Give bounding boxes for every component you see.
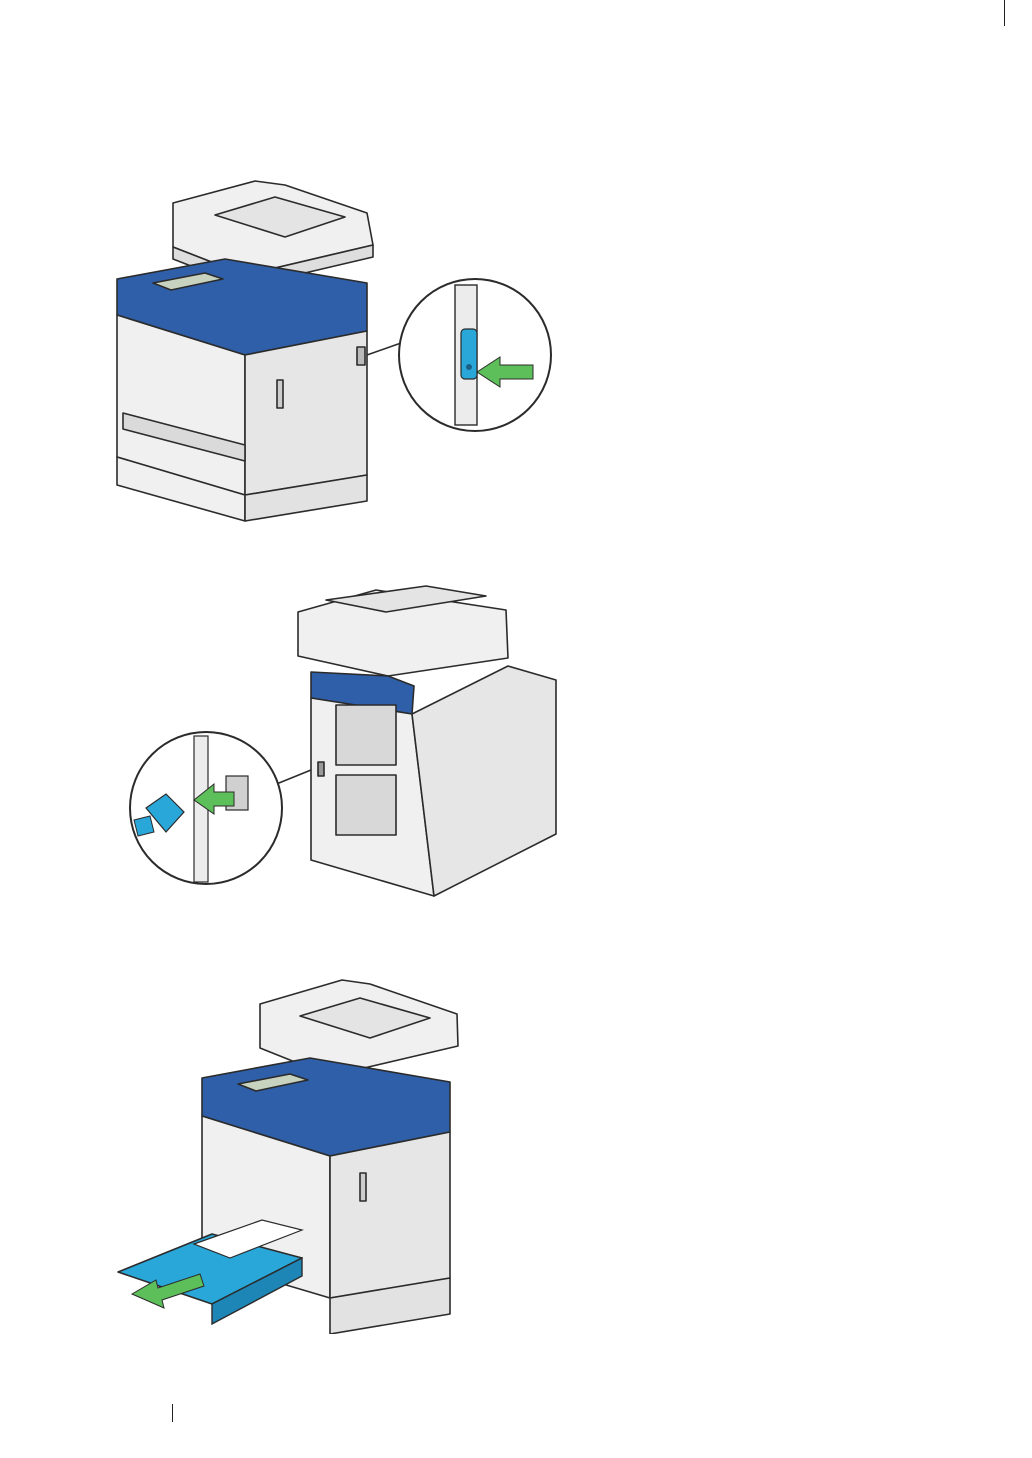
figure-unplug-cord <box>126 580 566 900</box>
printer-illustration <box>126 580 566 900</box>
page-edge-rule <box>1004 0 1005 26</box>
power-switch-icon <box>399 279 551 431</box>
printer-illustration <box>112 968 472 1334</box>
figure-pull-tray <box>112 968 472 1334</box>
figure-power-switch <box>105 175 565 525</box>
power-cord-icon <box>130 732 282 884</box>
printer-illustration <box>105 175 565 525</box>
paper-tray-icon <box>118 1220 302 1324</box>
footer-rule <box>172 1404 173 1422</box>
